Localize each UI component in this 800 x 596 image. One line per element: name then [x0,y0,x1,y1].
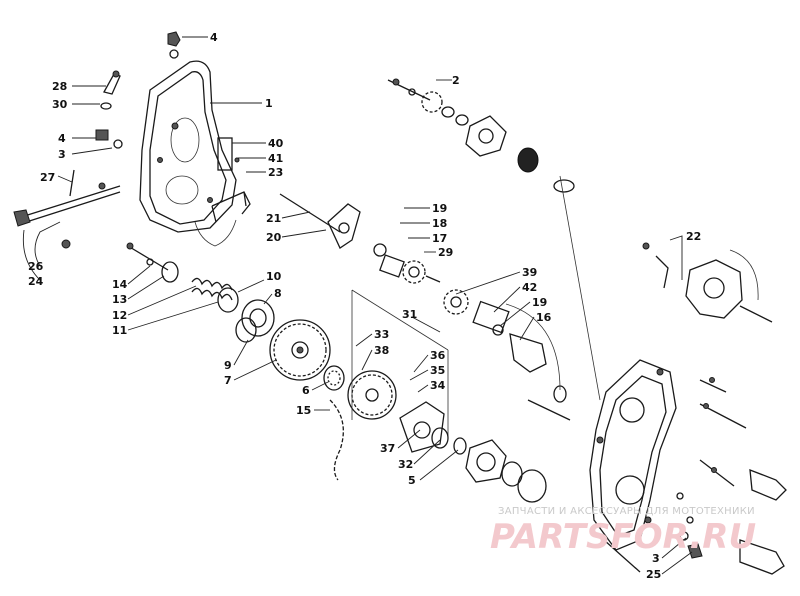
callout-15: 15 [296,404,311,417]
top-sprocket-group [387,78,601,401]
watermark-tagline: ЗАПЧАСТИ И АКСЕССУАРЫ ДЛЯ МОТОТЕХНИКИ [498,506,755,517]
callout-17: 17 [432,232,447,245]
watermark: ЗАПЧАСТИ И АКСЕССУАРЫ ДЛЯ МОТОТЕХНИКИ PA… [490,506,756,557]
callout-29: 29 [438,246,453,259]
callout-38: 38 [374,344,389,357]
callout-8: 8 [274,287,282,300]
watermark-brand: PARTSFOR.RU [490,517,756,557]
callout-6: 6 [302,384,310,397]
callout-31: 31 [402,308,417,321]
small-sprocket [323,365,345,391]
gearcase-housing [589,359,677,551]
bearing-plate [399,401,547,503]
callout-42: 42 [522,281,537,294]
callout-13: 13 [112,293,127,306]
callout-1: 1 [265,97,273,110]
callout-2: 2 [452,74,460,87]
callout-10: 10 [266,270,282,283]
callout-18: 18 [432,217,447,230]
large-sprocket [269,319,331,381]
callout-3-left: 3 [58,148,66,161]
callout-numbers: 4 28 30 1 4 3 40 41 23 27 26 24 21 20 19… [28,31,701,581]
callout-28: 28 [52,80,67,93]
callout-25: 25 [646,568,661,581]
callout-16: 16 [536,311,552,324]
callout-4-top: 4 [210,31,218,44]
callout-23: 23 [268,166,283,179]
callout-5: 5 [408,474,416,487]
callout-19-top: 19 [432,202,447,215]
callout-41: 41 [268,152,283,165]
brake-assembly [642,242,773,323]
callout-24: 24 [28,275,44,288]
callout-20: 20 [266,231,282,244]
callout-39: 39 [522,266,537,279]
callout-34: 34 [430,379,446,392]
callout-21: 21 [266,212,281,225]
chaincase-cover [139,60,237,247]
leader-lines [22,36,693,575]
callout-11: 11 [112,324,127,337]
housing-bolts [527,377,787,575]
callout-22: 22 [686,230,701,243]
callout-37: 37 [380,442,395,455]
bottom-fasteners [679,531,703,559]
callout-12: 12 [112,309,127,322]
driven-sprocket [347,289,449,440]
cover-hardware [13,31,251,249]
tensioner-group [126,242,275,343]
clutch-shaft-group [472,300,567,403]
callout-33: 33 [374,328,389,341]
callout-32: 32 [398,458,413,471]
callout-3-bottom: 3 [652,552,660,565]
callout-7: 7 [224,374,232,387]
callout-4-left: 4 [58,132,66,145]
callout-14: 14 [112,278,128,291]
callout-36: 36 [430,349,446,362]
callout-35: 35 [430,364,445,377]
callout-9: 9 [224,359,232,372]
callout-26: 26 [28,260,44,273]
callout-40: 40 [268,137,284,150]
drive-chain [329,399,344,481]
callout-27: 27 [40,171,55,184]
upper-shaft-group [279,193,469,315]
callout-30: 30 [52,98,68,111]
callout-19-mid: 19 [532,296,547,309]
